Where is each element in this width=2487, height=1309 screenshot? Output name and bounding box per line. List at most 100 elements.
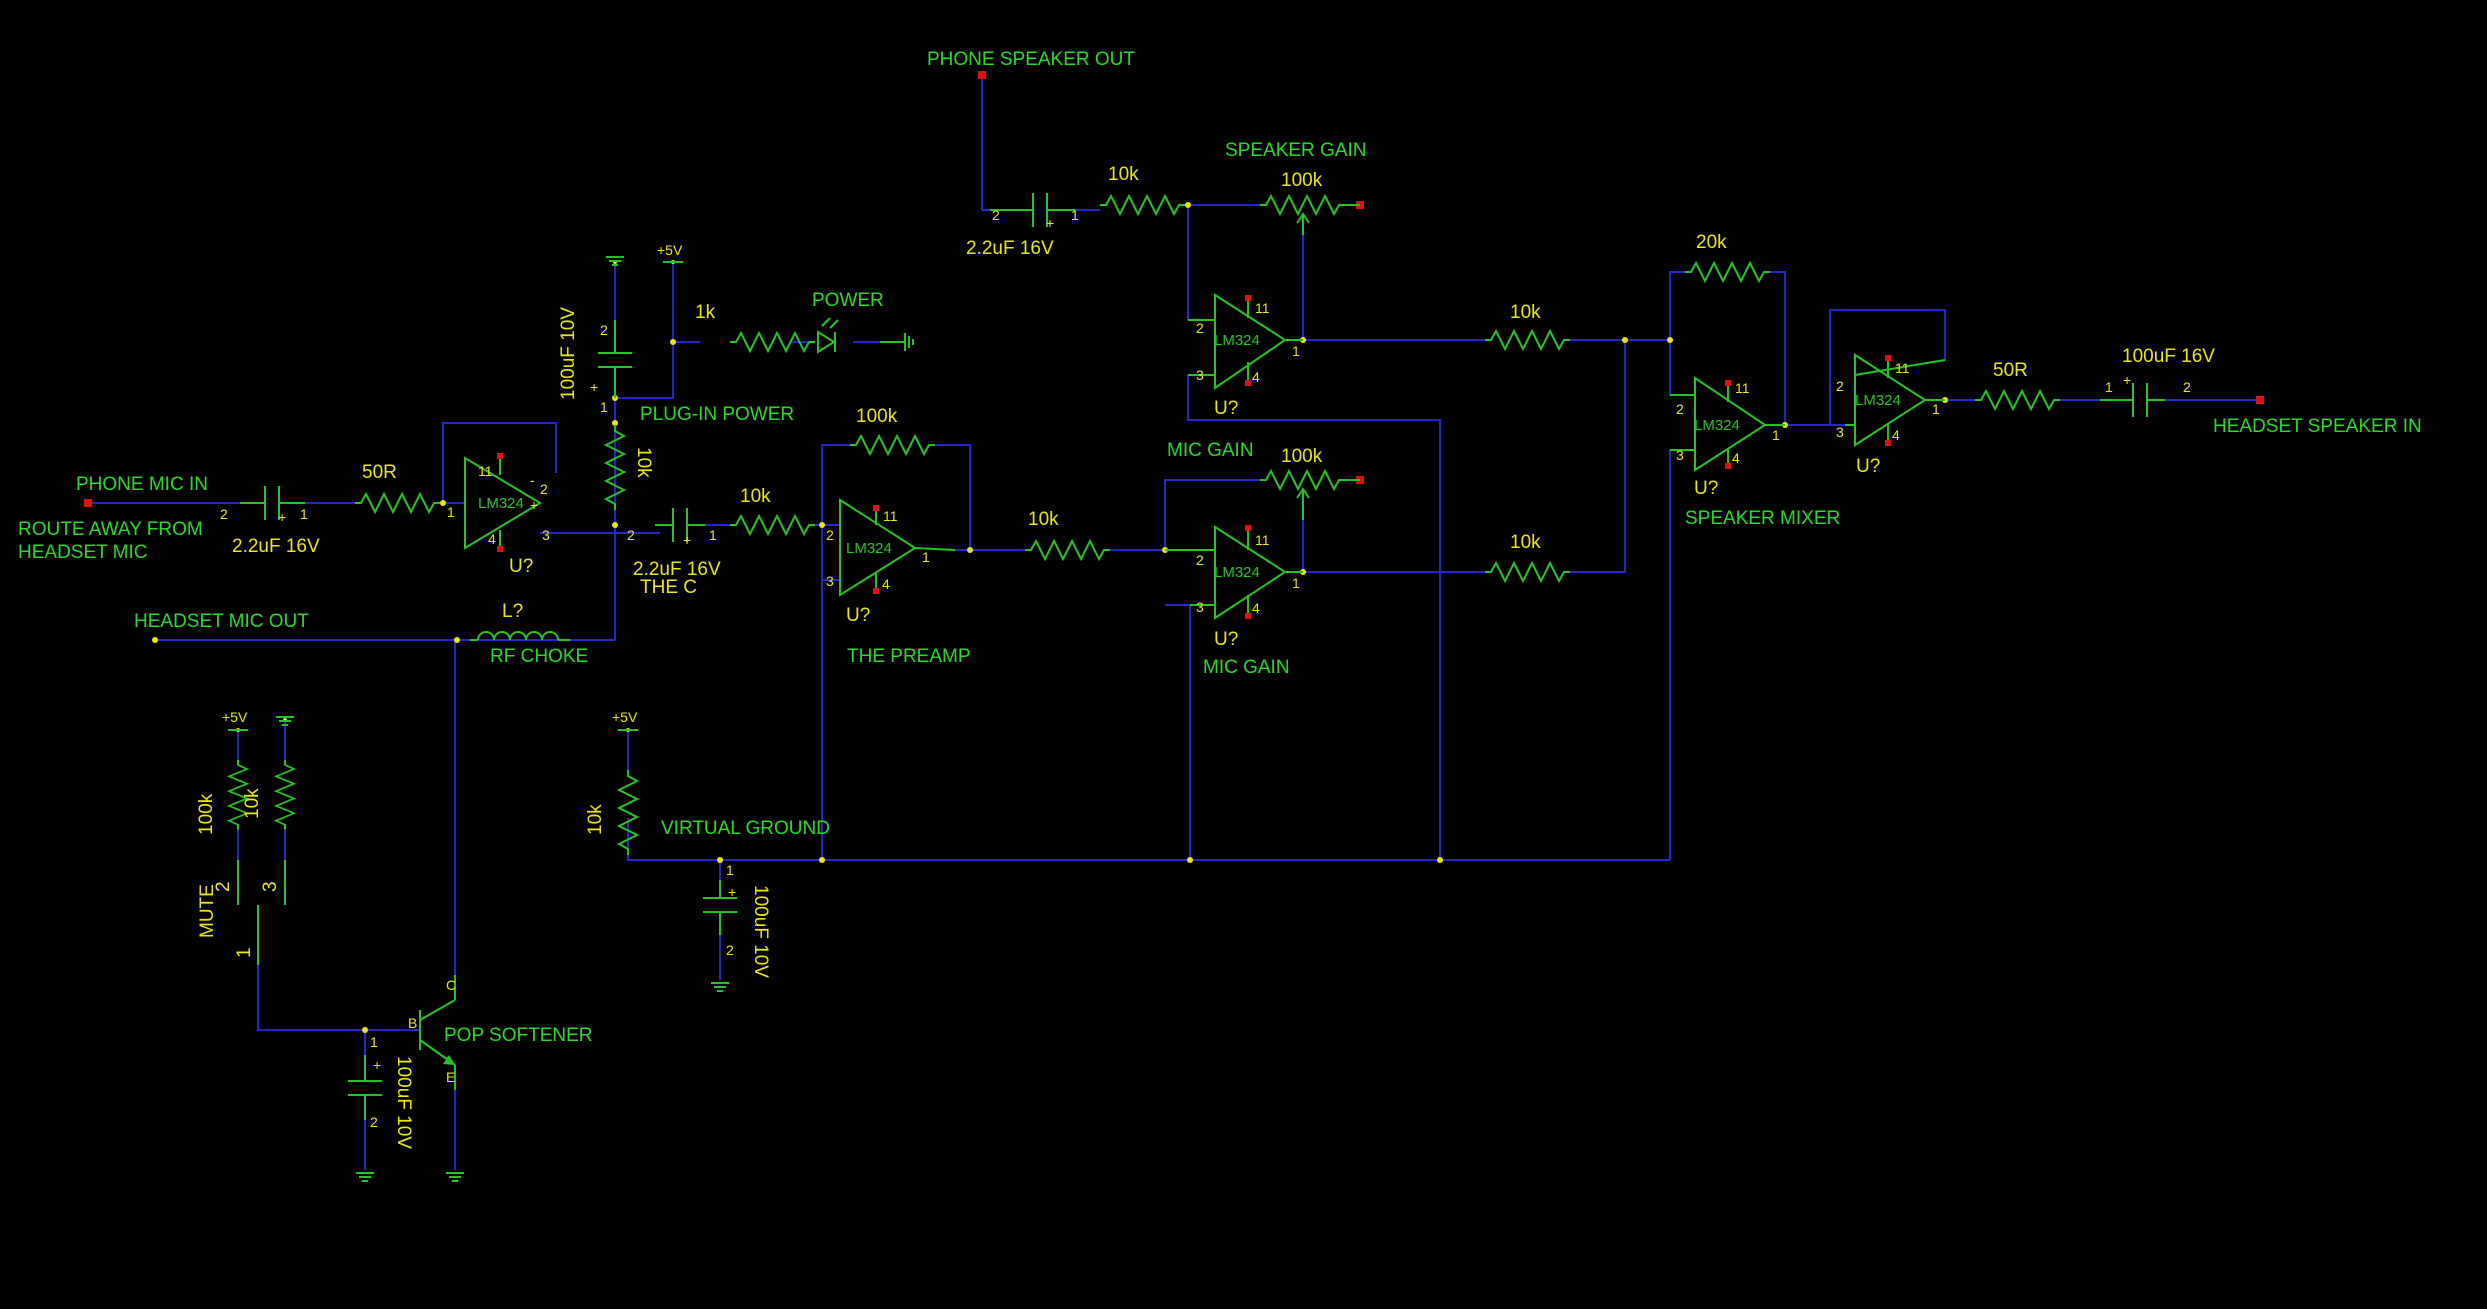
opamp-u2 xyxy=(839,498,956,597)
svg-text:10k: 10k xyxy=(740,486,771,507)
u5-ref: U? xyxy=(1694,478,1718,499)
label-pop-softener: POP SOFTENER xyxy=(444,1025,593,1046)
svg-text:1k: 1k xyxy=(695,302,716,323)
svg-text:11: 11 xyxy=(1735,380,1750,396)
opamp-u3 xyxy=(1188,293,1303,390)
svg-text:4: 4 xyxy=(882,576,890,592)
svg-text:11: 11 xyxy=(1895,360,1910,376)
grounds xyxy=(275,256,914,1182)
opamp-u6 xyxy=(1845,353,1946,447)
svg-text:4: 4 xyxy=(1892,427,1900,443)
svg-text:2: 2 xyxy=(826,527,834,543)
label-route-away-2: HEADSET MIC xyxy=(18,542,148,563)
label-plug-in-power: PLUG-IN POWER xyxy=(640,404,794,425)
wires xyxy=(88,75,2260,1170)
svg-text:3: 3 xyxy=(260,881,281,892)
svg-text:C: C xyxy=(446,977,456,993)
svg-text:2: 2 xyxy=(220,506,228,522)
u1-ref: U? xyxy=(509,556,533,577)
label-speaker-mixer: SPEAKER MIXER xyxy=(1685,508,1840,529)
power-led-icon xyxy=(817,317,839,354)
svg-text:1: 1 xyxy=(726,862,734,878)
pop-softener-transistor-icon xyxy=(419,975,456,1090)
svg-text:4: 4 xyxy=(488,531,496,547)
label-speaker-gain: SPEAKER GAIN xyxy=(1225,140,1367,161)
u5-part: LM324 xyxy=(1694,417,1740,434)
label-phone-mic-in: PHONE MIC IN xyxy=(76,474,208,495)
svg-text:3: 3 xyxy=(542,527,550,543)
svg-text:1: 1 xyxy=(2105,379,2113,395)
svg-text:+: + xyxy=(530,497,538,513)
svg-text:100k: 100k xyxy=(196,793,217,835)
svg-text:1: 1 xyxy=(300,506,308,522)
svg-text:B: B xyxy=(408,1015,417,1031)
svg-text:1: 1 xyxy=(370,1034,378,1050)
label-mic-gain-bottom: MIC GAIN xyxy=(1203,657,1290,678)
svg-text:L?: L? xyxy=(502,601,523,622)
svg-text:100uF 10V: 100uF 10V xyxy=(750,885,771,978)
label-mic-gain-top: MIC GAIN xyxy=(1167,440,1254,461)
mute-switch-icon xyxy=(237,860,286,965)
svg-text:11: 11 xyxy=(1255,532,1270,548)
label-the-preamp: THE PREAMP xyxy=(847,646,971,667)
svg-text:11: 11 xyxy=(478,463,493,479)
svg-text:100k: 100k xyxy=(1281,446,1323,467)
component-values: 2.2uF 16V 50R 100uF 10V 1k 10k 2.2uF 16V… xyxy=(196,164,2215,1149)
svg-text:3: 3 xyxy=(1836,424,1844,440)
opamp-u4 xyxy=(1165,525,1303,620)
label-mute: MUTE xyxy=(197,884,218,938)
svg-text:2: 2 xyxy=(540,481,548,497)
supply-label-1: +5V xyxy=(657,242,683,258)
svg-text:2: 2 xyxy=(370,1114,378,1130)
svg-text:10k: 10k xyxy=(1108,164,1139,185)
svg-text:11: 11 xyxy=(883,508,898,524)
svg-text:+: + xyxy=(728,884,736,900)
u2-part: LM324 xyxy=(846,540,892,557)
svg-text:100uF 10V: 100uF 10V xyxy=(558,307,579,400)
svg-text:2.2uF 16V: 2.2uF 16V xyxy=(633,559,721,580)
svg-text:10k: 10k xyxy=(1510,532,1541,553)
svg-text:E: E xyxy=(446,1069,455,1085)
svg-text:1: 1 xyxy=(1071,207,1079,223)
svg-text:3: 3 xyxy=(1196,599,1204,615)
svg-text:+: + xyxy=(683,532,691,548)
svg-text:2: 2 xyxy=(992,207,1000,223)
label-virtual-ground: VIRTUAL GROUND xyxy=(661,818,830,839)
svg-text:+: + xyxy=(373,1057,381,1073)
opamp-u5 xyxy=(1670,376,1785,472)
svg-text:100k: 100k xyxy=(1281,170,1323,191)
opamp-u1 xyxy=(464,456,542,550)
svg-text:1: 1 xyxy=(1292,575,1300,591)
label-the-c: THE C xyxy=(640,577,697,598)
svg-text:4: 4 xyxy=(1252,600,1260,616)
mute-pin-numbers: 2 3 1 xyxy=(213,881,281,958)
svg-text:10k: 10k xyxy=(1028,509,1059,530)
u1-part: LM324 xyxy=(478,495,524,512)
svg-text:1: 1 xyxy=(447,504,455,520)
svg-text:2: 2 xyxy=(726,942,734,958)
svg-text:3: 3 xyxy=(1676,447,1684,463)
svg-text:2: 2 xyxy=(627,527,635,543)
u3-part: LM324 xyxy=(1214,332,1260,349)
pin-numbers: 11 2 1 3 4 + - 11 2 1 3 4 11 2 1 3 4 11 … xyxy=(220,207,2191,1130)
svg-text:2: 2 xyxy=(2183,379,2191,395)
svg-text:1: 1 xyxy=(1932,401,1940,417)
svg-text:1: 1 xyxy=(1772,427,1780,443)
svg-text:100uF 16V: 100uF 16V xyxy=(2122,346,2215,367)
u4-part: LM324 xyxy=(1214,564,1260,581)
opamp-supply-pins xyxy=(497,295,1891,619)
svg-text:10k: 10k xyxy=(1510,302,1541,323)
label-rf-choke: RF CHOKE xyxy=(490,646,588,667)
svg-text:2: 2 xyxy=(1196,552,1204,568)
svg-text:1: 1 xyxy=(234,947,255,958)
supply-label-3: +5V xyxy=(222,709,248,725)
svg-text:100k: 100k xyxy=(856,406,898,427)
svg-text:50R: 50R xyxy=(1993,360,2028,381)
svg-text:+: + xyxy=(590,379,598,395)
pot-wipers xyxy=(1296,204,1360,520)
svg-text:3: 3 xyxy=(1196,367,1204,383)
rf-choke-inductor-icon xyxy=(470,631,570,641)
u6-part: LM324 xyxy=(1855,392,1901,409)
svg-text:+: + xyxy=(2123,372,2131,388)
